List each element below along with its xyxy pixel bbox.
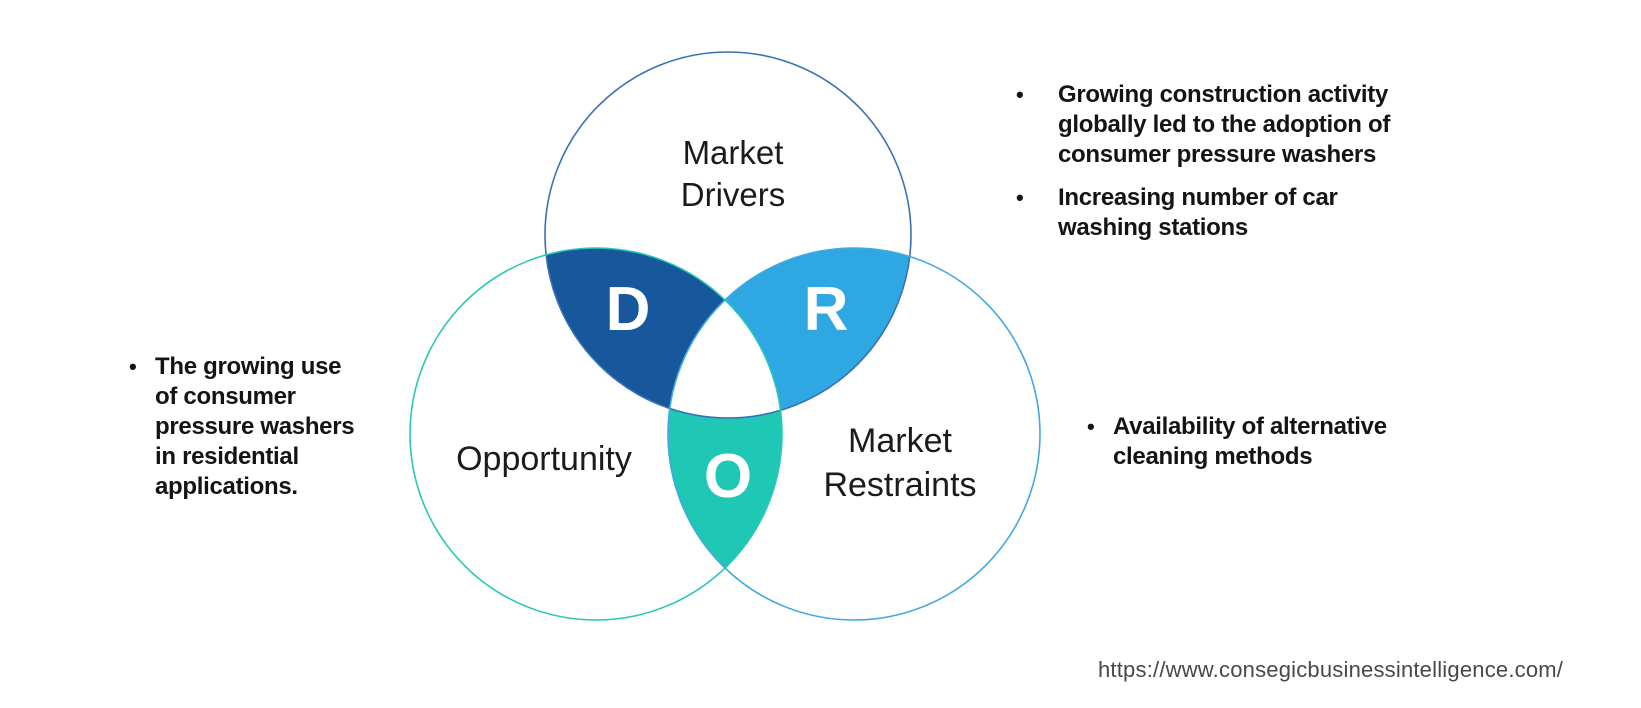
opportunity-bullet-list: • The growing use of consumer pressure w… [129,352,355,502]
list-item: • The growing use of consumer pressure w… [129,352,355,502]
list-item: • Increasing number of car washing stati… [1016,183,1390,243]
source-url: https://www.consegicbusinessintelligence… [1098,657,1564,682]
drivers-restraints-petal [668,248,911,418]
letter-r: R [804,275,849,344]
drivers-circle-outline [544,51,912,419]
list-item: • Availability of alternative cleaning m… [1087,412,1387,472]
opportunity-circle-outline [409,247,783,621]
bullet-icon: • [1087,414,1095,439]
restraints-bullet-1: Availability of alternative cleaning met… [1113,413,1387,470]
restraints-label-line2: Restraints [823,466,976,504]
bullet-icon: • [129,354,137,379]
opportunity-label: Opportunity [456,440,632,478]
letter-d: D [606,275,651,344]
drivers-bullet-1: Growing construction activity globally l… [1058,81,1391,168]
restraints-label-line1: Market [848,422,952,460]
drivers-bullet-list: • Growing construction activity globally… [1016,80,1390,243]
drivers-label-line1: Market [683,134,784,171]
drivers-bullet-2: Increasing number of car washing station… [1058,184,1338,241]
bullet-icon: • [1016,82,1024,107]
drivers-opportunity-petal [545,248,782,418]
bullet-icon: • [1016,185,1024,210]
drivers-label-line2: Drivers [681,176,786,213]
restraints-circle-outline [667,247,1041,621]
list-item: • Growing construction activity globally… [1016,80,1390,170]
letter-o: O [704,442,752,511]
restraints-bullet-list: • Availability of alternative cleaning m… [1087,412,1387,472]
opportunity-bullet-1: The growing use of consumer pressure was… [155,353,355,500]
